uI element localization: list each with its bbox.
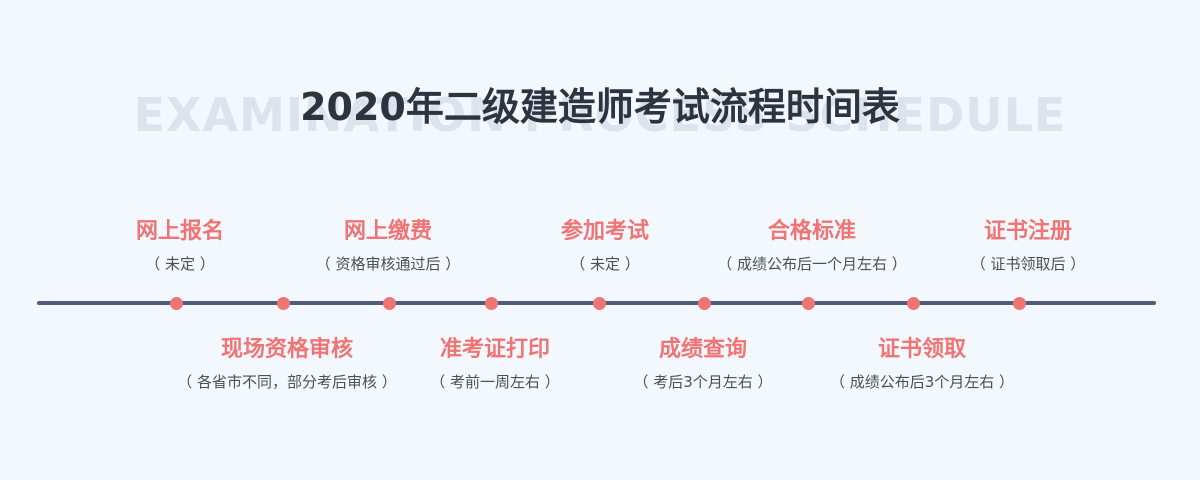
step-note: （ 成绩公布后一个月左右 ） <box>717 255 907 273</box>
step-note: （ 考前一周左右 ） <box>430 373 560 391</box>
step-admission-ticket-printing: 准考证打印 （ 考前一周左右 ） <box>365 337 625 392</box>
step-onsite-qualification-review: 现场资格审核 （ 各省市不同，部分考后审核 ） <box>157 337 417 392</box>
step-online-payment: 网上缴费 （ 资格审核通过后 ） <box>258 219 518 274</box>
step-score-inquiry: 成绩查询 （ 考后3个月左右 ） <box>573 337 833 392</box>
step-certificate-collection: 证书领取 （ 成绩公布后3个月左右 ） <box>792 337 1052 392</box>
timeline-dot-3 <box>383 297 396 310</box>
timeline-dot-6 <box>698 297 711 310</box>
step-label: 成绩查询 <box>658 337 747 362</box>
step-label: 合格标准 <box>767 219 856 244</box>
step-note: （ 成绩公布后3个月左右 ） <box>829 373 1015 391</box>
step-label: 证书领取 <box>877 337 966 362</box>
step-label: 参加考试 <box>560 219 649 244</box>
step-note: （ 资格审核通过后 ） <box>315 255 461 273</box>
timeline-dot-1 <box>170 297 183 310</box>
timeline-dot-5 <box>593 297 606 310</box>
step-certificate-registration: 证书注册 （ 证书领取后 ） <box>898 219 1158 274</box>
step-note: （ 各省市不同，部分考后审核 ） <box>177 373 397 391</box>
step-note: （ 未定 ） <box>145 255 215 273</box>
step-note: （ 未定 ） <box>570 255 640 273</box>
timeline-dot-4 <box>485 297 498 310</box>
timeline-dot-8 <box>907 297 920 310</box>
timeline-dot-9 <box>1013 297 1026 310</box>
step-label: 网上缴费 <box>343 219 432 244</box>
timeline-dot-7 <box>802 297 815 310</box>
step-note: （ 考后3个月左右 ） <box>633 373 773 391</box>
page-title: 2020年二级建造师考试流程时间表 <box>300 85 900 129</box>
step-note: （ 证书领取后 ） <box>970 255 1086 273</box>
step-label: 现场资格审核 <box>220 337 353 362</box>
background-watermark: EXAMINATION PROCESS SCHEDULE <box>133 88 1067 142</box>
step-passing-standard: 合格标准 （ 成绩公布后一个月左右 ） <box>682 219 942 274</box>
timeline-dot-2 <box>277 297 290 310</box>
step-online-registration: 网上报名 （ 未定 ） <box>50 219 310 274</box>
step-label: 网上报名 <box>135 219 224 244</box>
step-take-exam: 参加考试 （ 未定 ） <box>475 219 735 274</box>
step-label: 准考证打印 <box>439 337 550 362</box>
step-label: 证书注册 <box>983 219 1072 244</box>
